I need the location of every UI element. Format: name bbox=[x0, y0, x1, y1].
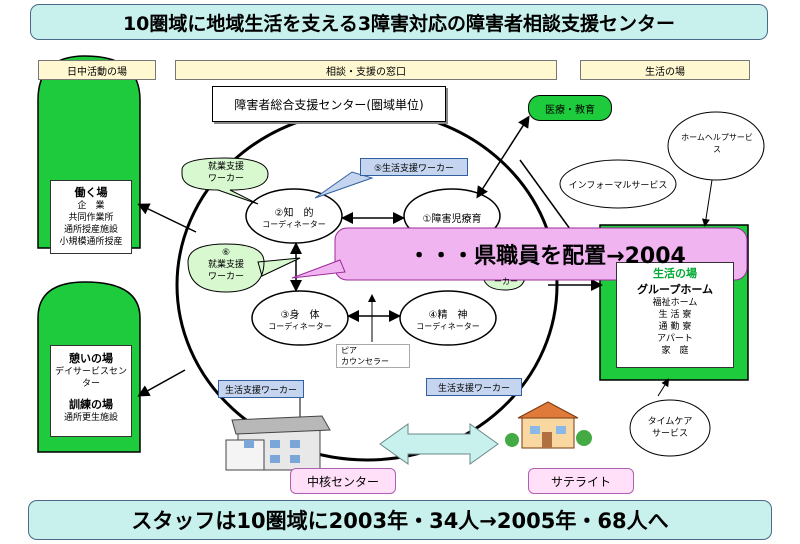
informal-bubble bbox=[559, 159, 677, 209]
employment-bubble-1-text: 就業支援 ワーカー bbox=[207, 162, 244, 184]
life-support-tag-right: 生活支援ワーカー bbox=[426, 378, 522, 396]
banner-text: ・・・県職員を配置→2004 bbox=[408, 244, 686, 269]
physical-label: ③身 体 コーディネーター bbox=[268, 310, 332, 331]
work-heading: 働く場 bbox=[74, 186, 108, 199]
page-title: 10圏域に地域生活を支える3障害対応の障害者相談支援センター bbox=[30, 4, 768, 40]
work-item: 通所授産施設 bbox=[63, 225, 118, 235]
training-item: 通所更生施設 bbox=[63, 413, 118, 423]
rest-heading: 憩いの場 bbox=[69, 352, 113, 365]
employment-bubble-1 bbox=[181, 157, 269, 205]
core-center-building bbox=[225, 415, 331, 471]
work-item: 企 業 bbox=[77, 201, 105, 211]
life-support-tag-left: 生活支援ワーカー bbox=[218, 380, 304, 398]
living-item: 福祉ホーム bbox=[652, 298, 698, 308]
rest-item: ター bbox=[81, 379, 100, 389]
life-support-tag-5: ⑤生活支援ワーカー bbox=[360, 158, 468, 176]
employment-bubble-2 bbox=[187, 243, 301, 293]
living-item: 通 勤 寮 bbox=[658, 322, 692, 332]
work-item: 共同作業所 bbox=[68, 213, 114, 223]
mental-label: ④精 神 コーディネーター bbox=[416, 310, 480, 331]
work-item: 小規模通所授産 bbox=[59, 237, 123, 247]
home-help-bubble bbox=[667, 111, 765, 181]
section-living: 生活の場 bbox=[580, 60, 750, 80]
living-heading: 生活の場 bbox=[653, 267, 697, 280]
section-consult: 相談・支援の窓口 bbox=[175, 60, 557, 80]
peer-counselor-box: ピア カウンセラー bbox=[336, 344, 410, 368]
training-heading: 訓練の場 bbox=[69, 398, 113, 411]
living-item: 生 活 寮 bbox=[658, 310, 692, 320]
worker-fragment-text: ーカー bbox=[494, 277, 518, 286]
section-daytime: 日中活動の場 bbox=[38, 60, 156, 80]
work-place-box: 働く場 企 業 共同作業所 通所授産施設 小規模通所授産 bbox=[50, 180, 132, 254]
informal-text: インフォーマルサービス bbox=[568, 181, 668, 191]
employment-bubble-2-text: ⑥ 就業支援 ワーカー bbox=[207, 248, 244, 282]
satellite-label: サテライト bbox=[528, 468, 634, 494]
timecare-bubble bbox=[629, 399, 711, 457]
home-help-text: ホームヘルプサービ ス bbox=[681, 133, 753, 154]
page-footer: スタッフは10圏域に2003年・34人→2005年・68人へ bbox=[28, 500, 772, 540]
living-item: アパート bbox=[657, 334, 693, 344]
core-satellite-arrow bbox=[379, 423, 499, 465]
medical-education: 医療・教育 bbox=[528, 95, 612, 121]
timecare-text: タイムケア サービス bbox=[647, 417, 693, 439]
center-box: 障害者総合支援センター(圏域単位) bbox=[212, 86, 446, 122]
rest-place-box: 憩いの場 デイサービスセン ター 訓練の場 通所更生施設 bbox=[50, 345, 132, 437]
core-center-label: 中核センター bbox=[290, 468, 396, 494]
living-place-box: 生活の場 グループホーム 福祉ホーム 生 活 寮 通 勤 寮 アパート 家 庭 bbox=[616, 262, 734, 368]
rest-item: デイサービスセン bbox=[54, 367, 127, 377]
satellite-house bbox=[505, 401, 592, 449]
living-item: 家 庭 bbox=[661, 346, 689, 356]
child-label: ①障害児療育 bbox=[422, 214, 482, 225]
intellectual-label: ②知 的 コーディネーター bbox=[262, 208, 326, 229]
group-home-heading: グループホーム bbox=[636, 283, 713, 296]
